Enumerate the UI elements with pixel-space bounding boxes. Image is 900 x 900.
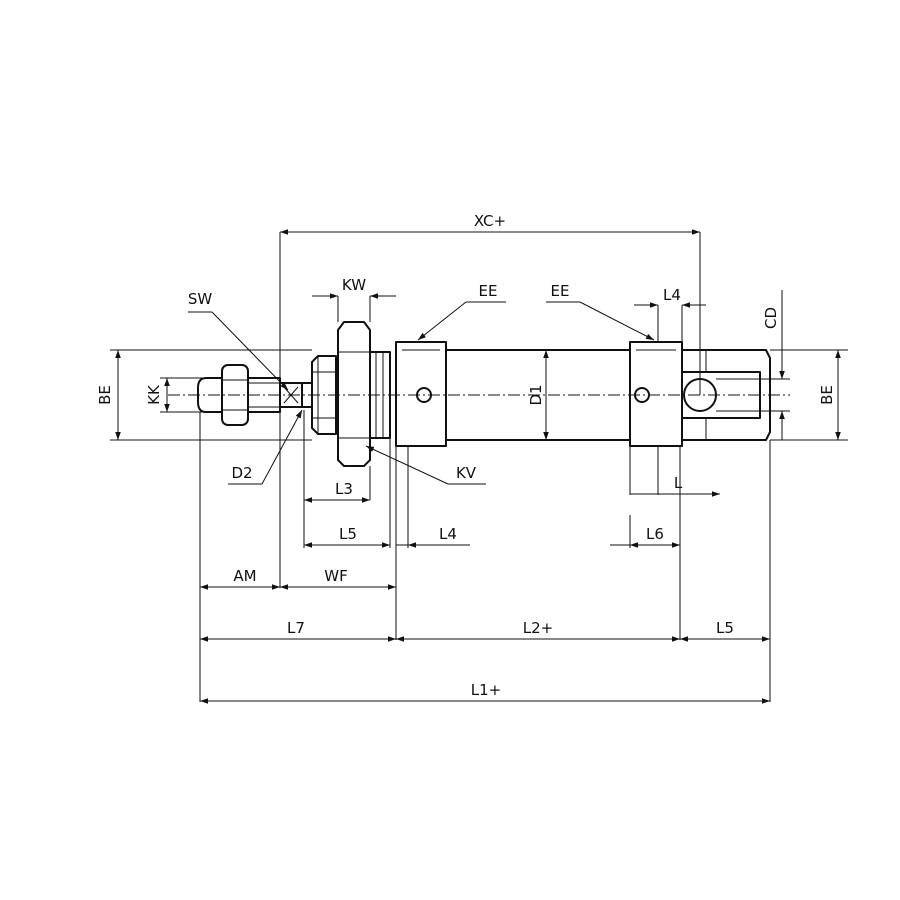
front-port-block	[395, 341, 447, 447]
label-l5-right: L5	[716, 619, 734, 637]
front-port-hole	[416, 387, 432, 403]
leader-d2	[261, 409, 303, 485]
label-d1: D1	[527, 384, 545, 405]
label-kk: KK	[145, 384, 163, 405]
label-l-small: L	[674, 474, 683, 492]
label-cd: CD	[762, 307, 780, 329]
mounting-nut	[337, 321, 371, 467]
leader-ee-left	[417, 301, 467, 341]
label-l1: L1+	[471, 681, 501, 699]
label-am: AM	[233, 567, 256, 585]
label-l5-mid: L5	[339, 525, 357, 543]
rear-port-block	[629, 341, 683, 447]
leader-kv	[365, 445, 449, 485]
label-l4-top: L4	[663, 286, 681, 304]
rear-port-hole	[634, 387, 650, 403]
label-l3: L3	[335, 480, 353, 498]
leader-sw	[211, 311, 289, 391]
front-head	[311, 321, 391, 467]
leader-ee-right	[579, 301, 655, 341]
cylinder-barrel	[395, 341, 683, 447]
dimension-labels: XC+ SW KW EE EE L4 CD BE KK D1 BE D2 L3 …	[96, 212, 836, 699]
label-kv: KV	[456, 464, 477, 482]
label-be-left: BE	[96, 385, 114, 405]
label-d2: D2	[231, 464, 252, 482]
label-be-right: BE	[818, 385, 836, 405]
clevis-slot	[682, 371, 761, 419]
label-l4-mid: L4	[439, 525, 457, 543]
label-l7: L7	[287, 619, 305, 637]
label-sw: SW	[188, 290, 213, 308]
clevis-outline	[682, 349, 771, 441]
leader-lines	[188, 301, 655, 485]
label-wf: WF	[324, 567, 347, 585]
label-ee-left: EE	[479, 282, 498, 300]
label-xc: XC+	[474, 212, 506, 230]
dimension-lines	[110, 229, 848, 704]
label-l6: L6	[646, 525, 664, 543]
label-l2: L2+	[523, 619, 553, 637]
mounting-thread	[369, 351, 391, 439]
label-kw: KW	[342, 276, 366, 294]
rod-end	[197, 377, 222, 413]
tube-outline	[446, 349, 630, 441]
label-ee-right: EE	[551, 282, 570, 300]
